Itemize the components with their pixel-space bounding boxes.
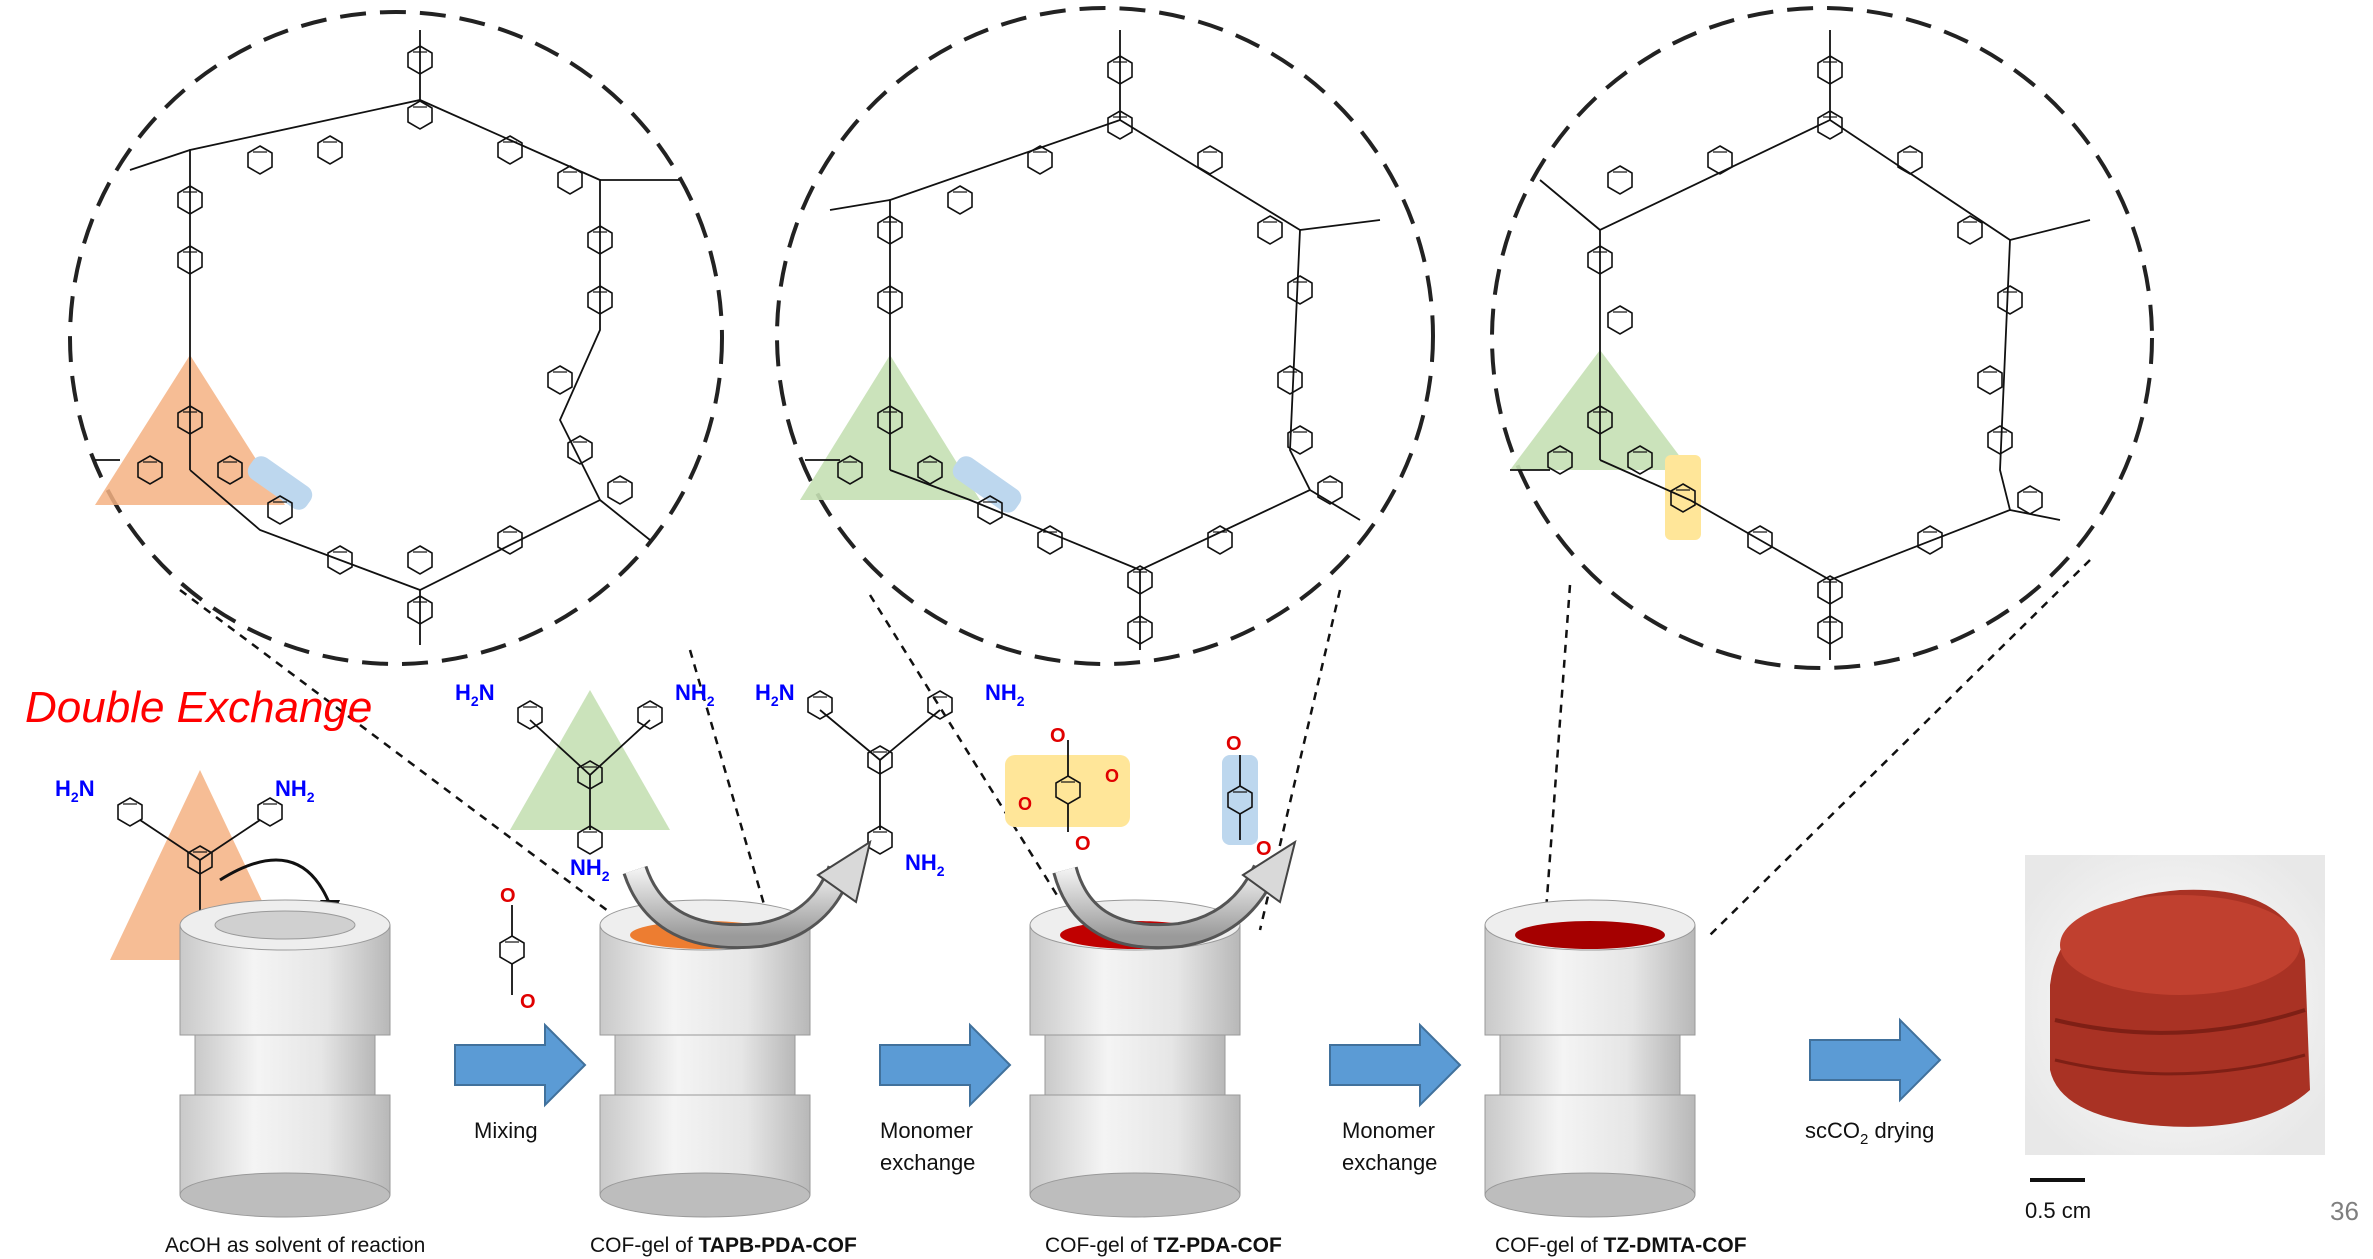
aerogel-photo bbox=[2025, 855, 2325, 1155]
mold-2-tapb-gel bbox=[599, 899, 811, 1218]
zoom-circle-tz-dmta bbox=[1490, 6, 2154, 670]
svg-text:H2N: H2N bbox=[755, 680, 795, 709]
caption-acoh: AcOH as solvent of reaction bbox=[165, 1234, 425, 1257]
tz-monomer: H2N NH2 NH2 bbox=[455, 680, 715, 884]
label-monomer-2: Monomer bbox=[1342, 1118, 1435, 1143]
tapb-leaving-monomer: H2N NH2 NH2 bbox=[755, 680, 1025, 879]
mold-1 bbox=[179, 899, 391, 1218]
caption-tz-dmta-cof: COF-gel of TZ-DMTA-COF bbox=[1495, 1234, 1747, 1257]
svg-text:O: O bbox=[1226, 733, 1242, 755]
dmta-monomer: O O O O bbox=[1005, 725, 1130, 855]
blue-linker-highlight bbox=[247, 456, 313, 510]
svg-text:H2N: H2N bbox=[55, 776, 95, 805]
label-mixing: Mixing bbox=[474, 1118, 538, 1143]
label-exchange-2: exchange bbox=[1342, 1150, 1437, 1175]
zoom-circle-tapb bbox=[68, 10, 724, 666]
svg-text:O: O bbox=[500, 885, 516, 907]
zoom-circle-tz-pda bbox=[775, 6, 1435, 666]
process-arrow-exchange-2 bbox=[1329, 1022, 1462, 1108]
page-number: 36 bbox=[2330, 1196, 2359, 1226]
caption-tapb-pda-cof: COF-gel of TAPB-PDA-COF bbox=[590, 1234, 857, 1257]
svg-text:NH2: NH2 bbox=[905, 850, 945, 879]
process-arrow-drying bbox=[1809, 1017, 1942, 1103]
cof-network-tz-dmta bbox=[1510, 30, 2091, 660]
svg-text:O: O bbox=[520, 991, 536, 1013]
svg-text:O: O bbox=[1075, 833, 1091, 855]
svg-text:NH2: NH2 bbox=[275, 776, 315, 805]
blue-linker-highlight-2 bbox=[952, 456, 1022, 513]
svg-text:O: O bbox=[1018, 794, 1032, 814]
svg-text:NH2: NH2 bbox=[675, 680, 715, 709]
process-arrow-mixing bbox=[454, 1022, 587, 1108]
svg-text:H2N: H2N bbox=[455, 680, 495, 709]
mold-3-tz-pda-gel bbox=[1029, 899, 1241, 1218]
pda-monomer: O O bbox=[499, 885, 536, 1013]
svg-text:NH2: NH2 bbox=[985, 680, 1025, 709]
svg-text:NH2: NH2 bbox=[570, 855, 610, 884]
label-scco2-drying: scCO2 drying bbox=[1805, 1118, 1934, 1148]
cof-network-tz-pda bbox=[800, 30, 1381, 650]
svg-text:O: O bbox=[1105, 766, 1119, 786]
label-monomer-1: Monomer bbox=[880, 1118, 973, 1143]
label-exchange-1: exchange bbox=[880, 1150, 975, 1175]
mold-4-tz-dmta-gel bbox=[1484, 899, 1696, 1218]
caption-tz-pda-cof: COF-gel of TZ-PDA-COF bbox=[1045, 1234, 1282, 1257]
scale-bar-label: 0.5 cm bbox=[2025, 1198, 2091, 1223]
exchange-arrow-1 bbox=[622, 839, 872, 950]
exchange-arrow-2 bbox=[1052, 839, 1297, 950]
zoom-connector-lines bbox=[179, 559, 2091, 936]
svg-text:O: O bbox=[1256, 838, 1272, 860]
svg-text:O: O bbox=[1050, 725, 1066, 747]
double-exchange-title: Double Exchange bbox=[25, 683, 372, 732]
process-arrow-exchange-1 bbox=[879, 1022, 1012, 1108]
cof-network-tapb-pda bbox=[95, 30, 680, 645]
pda-leaving-monomer: O O bbox=[1222, 733, 1272, 860]
